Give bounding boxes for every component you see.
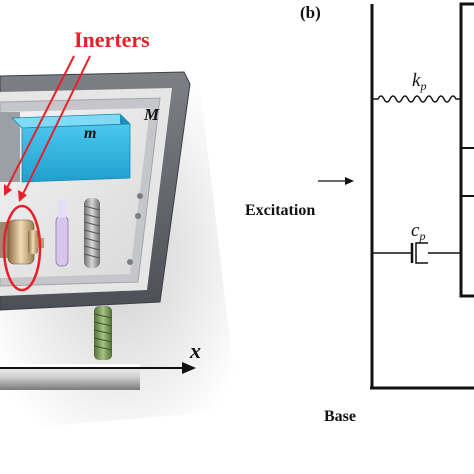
callout-arrowhead-2 <box>18 190 27 202</box>
mass-box <box>459 2 474 298</box>
panel-b: (b) kp cp Excitation Base <box>245 2 474 425</box>
panel-b-label: (b) <box>300 3 321 22</box>
inner-mass-label: m <box>84 125 96 142</box>
lower-spring <box>93 306 113 360</box>
damper-cp <box>372 242 461 264</box>
base-label: Base <box>324 408 356 425</box>
inerters-callout-ring <box>2 204 42 292</box>
base-rail-edge <box>0 364 140 367</box>
x-axis-arrow <box>0 362 196 374</box>
spring-coil <box>83 198 101 268</box>
back-bracket <box>0 112 20 182</box>
outer-mass-label: M <box>143 105 160 124</box>
spring-kp-label: kp <box>412 70 426 93</box>
mass-block-m <box>11 113 131 183</box>
frame-bolts <box>127 193 143 265</box>
spring-kp <box>372 95 461 103</box>
damper-rod <box>55 200 69 267</box>
inerters-callout-label: Inerters <box>74 27 150 52</box>
excitation-label: Excitation <box>245 202 315 219</box>
inerters-callout-arrows <box>5 55 91 197</box>
callout-arrowhead-1 <box>4 184 12 196</box>
panel-a: x m M Inerters <box>0 27 238 430</box>
damper-cp-label: cp <box>411 220 425 243</box>
x-axis-label: x <box>189 338 201 363</box>
excitation-arrow <box>318 177 354 185</box>
